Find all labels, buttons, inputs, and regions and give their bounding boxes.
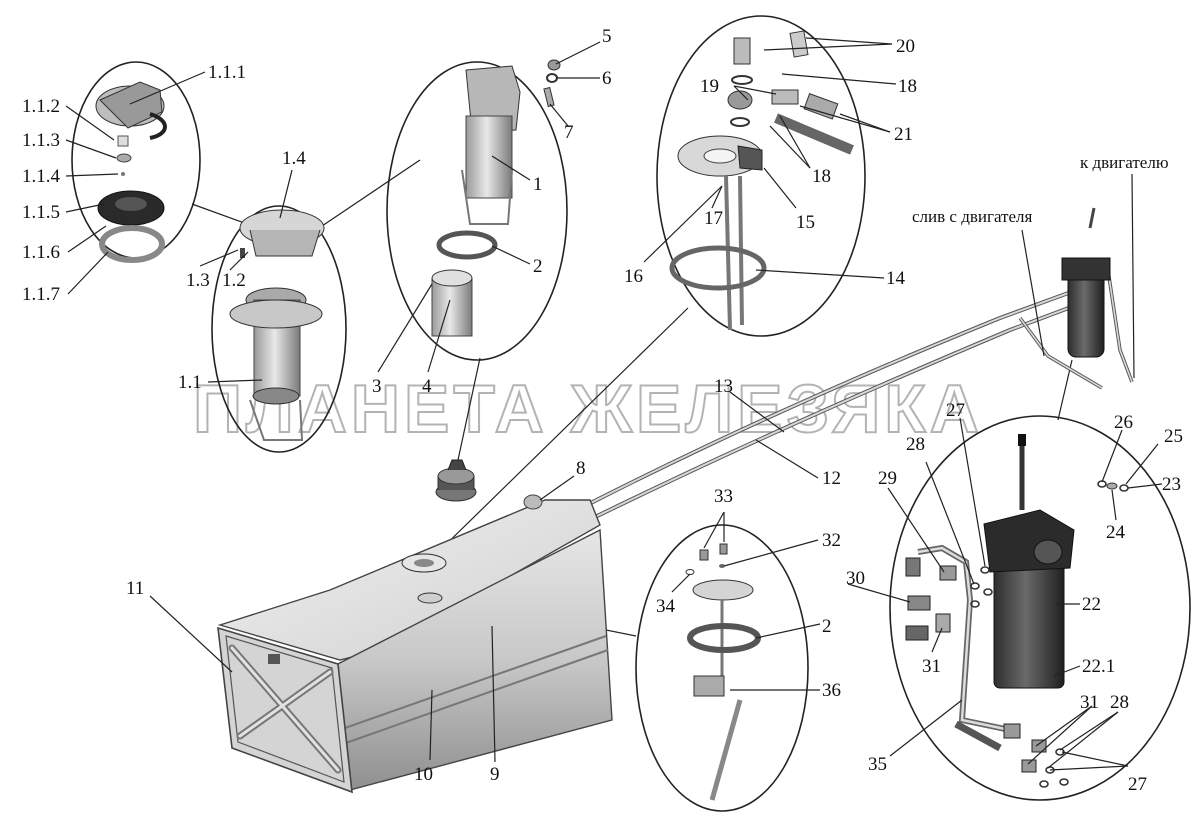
callout-2-bottom: 2 (822, 616, 832, 637)
level-sensor-parts (685, 543, 761, 801)
callout-32: 32 (822, 530, 841, 551)
detail-ellipses (71, 15, 1191, 812)
callout-26: 26 (1114, 412, 1133, 433)
callout-28-top: 28 (906, 434, 925, 455)
callout-24: 24 (1106, 522, 1126, 543)
ellipse-filler-neck (211, 205, 347, 453)
callout-1-1-6: 1.1.6 (22, 242, 60, 263)
callout-1-1: 1.1 (178, 372, 202, 393)
callout-1-1-7: 1.1.7 (22, 284, 60, 305)
callout-23: 23 (1162, 474, 1181, 495)
callout-22: 22 (1082, 594, 1101, 615)
callout-30: 30 (846, 568, 865, 589)
callout-14: 14 (886, 268, 906, 289)
ellipse-filler-assembly (386, 61, 568, 361)
callout-19: 19 (700, 76, 719, 97)
callout-28-bottom: 28 (1110, 692, 1129, 713)
callout-1-1-5: 1.1.5 (22, 202, 60, 223)
callout-27-bottom: 27 (1128, 774, 1147, 795)
callout-31-mid: 31 (922, 656, 941, 677)
callout-16: 16 (624, 266, 643, 287)
callout-6: 6 (602, 68, 612, 89)
leader-lines (65, 37, 1163, 771)
callout-18-mid: 18 (812, 166, 831, 187)
callout-17: 17 (704, 208, 723, 229)
callout-22-1: 22.1 (1082, 656, 1115, 677)
callout-13: 13 (714, 376, 733, 397)
callout-9: 9 (490, 764, 500, 785)
callout-7: 7 (564, 122, 574, 143)
callout-33: 33 (714, 486, 733, 507)
callout-11: 11 (126, 578, 144, 599)
callout-35: 35 (868, 754, 887, 775)
fuel-tank (217, 459, 613, 794)
callout-29: 29 (878, 468, 897, 489)
ellipse-level-sensor (635, 524, 809, 812)
tank-top-face (217, 499, 601, 661)
callout-1: 1 (533, 174, 543, 195)
filler-assembly-parts (431, 59, 561, 337)
fuel-filter-parts (905, 257, 1129, 788)
callout-8: 8 (576, 458, 586, 479)
callout-1-1-4: 1.1.4 (22, 166, 61, 187)
callout-20: 20 (896, 36, 915, 57)
callout-1-2: 1.2 (222, 270, 246, 291)
callout-5: 5 (602, 26, 612, 47)
callout-1-1-3: 1.1.3 (22, 130, 60, 151)
tank-bracket (523, 494, 543, 510)
callout-36: 36 (822, 680, 841, 701)
filler-cap-parts (95, 81, 167, 263)
callout-1-4: 1.4 (282, 148, 306, 169)
callout-31-bottom: 31 (1080, 692, 1099, 713)
callout-2-top: 2 (533, 256, 543, 277)
callout-1-1-2: 1.1.2 (22, 96, 60, 117)
callout-labels: 1.1.1 1.1.2 1.1.3 1.1.4 1.1.5 1.1.6 1.1.… (22, 26, 1183, 795)
filler-neck-parts (229, 209, 325, 441)
callout-4: 4 (422, 376, 432, 397)
ellipse-fuel-intake (656, 15, 866, 337)
callout-15: 15 (796, 212, 815, 233)
callout-21: 21 (894, 124, 913, 145)
callout-12: 12 (822, 468, 841, 489)
annotation-drain-from-engine: слив с двигателя (912, 207, 1033, 226)
annotation-to-engine: к двигателю (1080, 153, 1169, 172)
callout-1-3: 1.3 (186, 270, 210, 291)
callout-10: 10 (414, 764, 433, 785)
callout-34: 34 (656, 596, 676, 617)
callout-18-top: 18 (898, 76, 917, 97)
callout-27-top: 27 (946, 400, 965, 421)
fuel-intake-parts (669, 30, 854, 331)
detail-connector-lines (191, 159, 1073, 637)
ellipse-fuel-filter (889, 415, 1191, 801)
callout-1-1-1: 1.1.1 (208, 62, 246, 83)
callout-25: 25 (1164, 426, 1183, 447)
callout-3: 3 (372, 376, 382, 397)
